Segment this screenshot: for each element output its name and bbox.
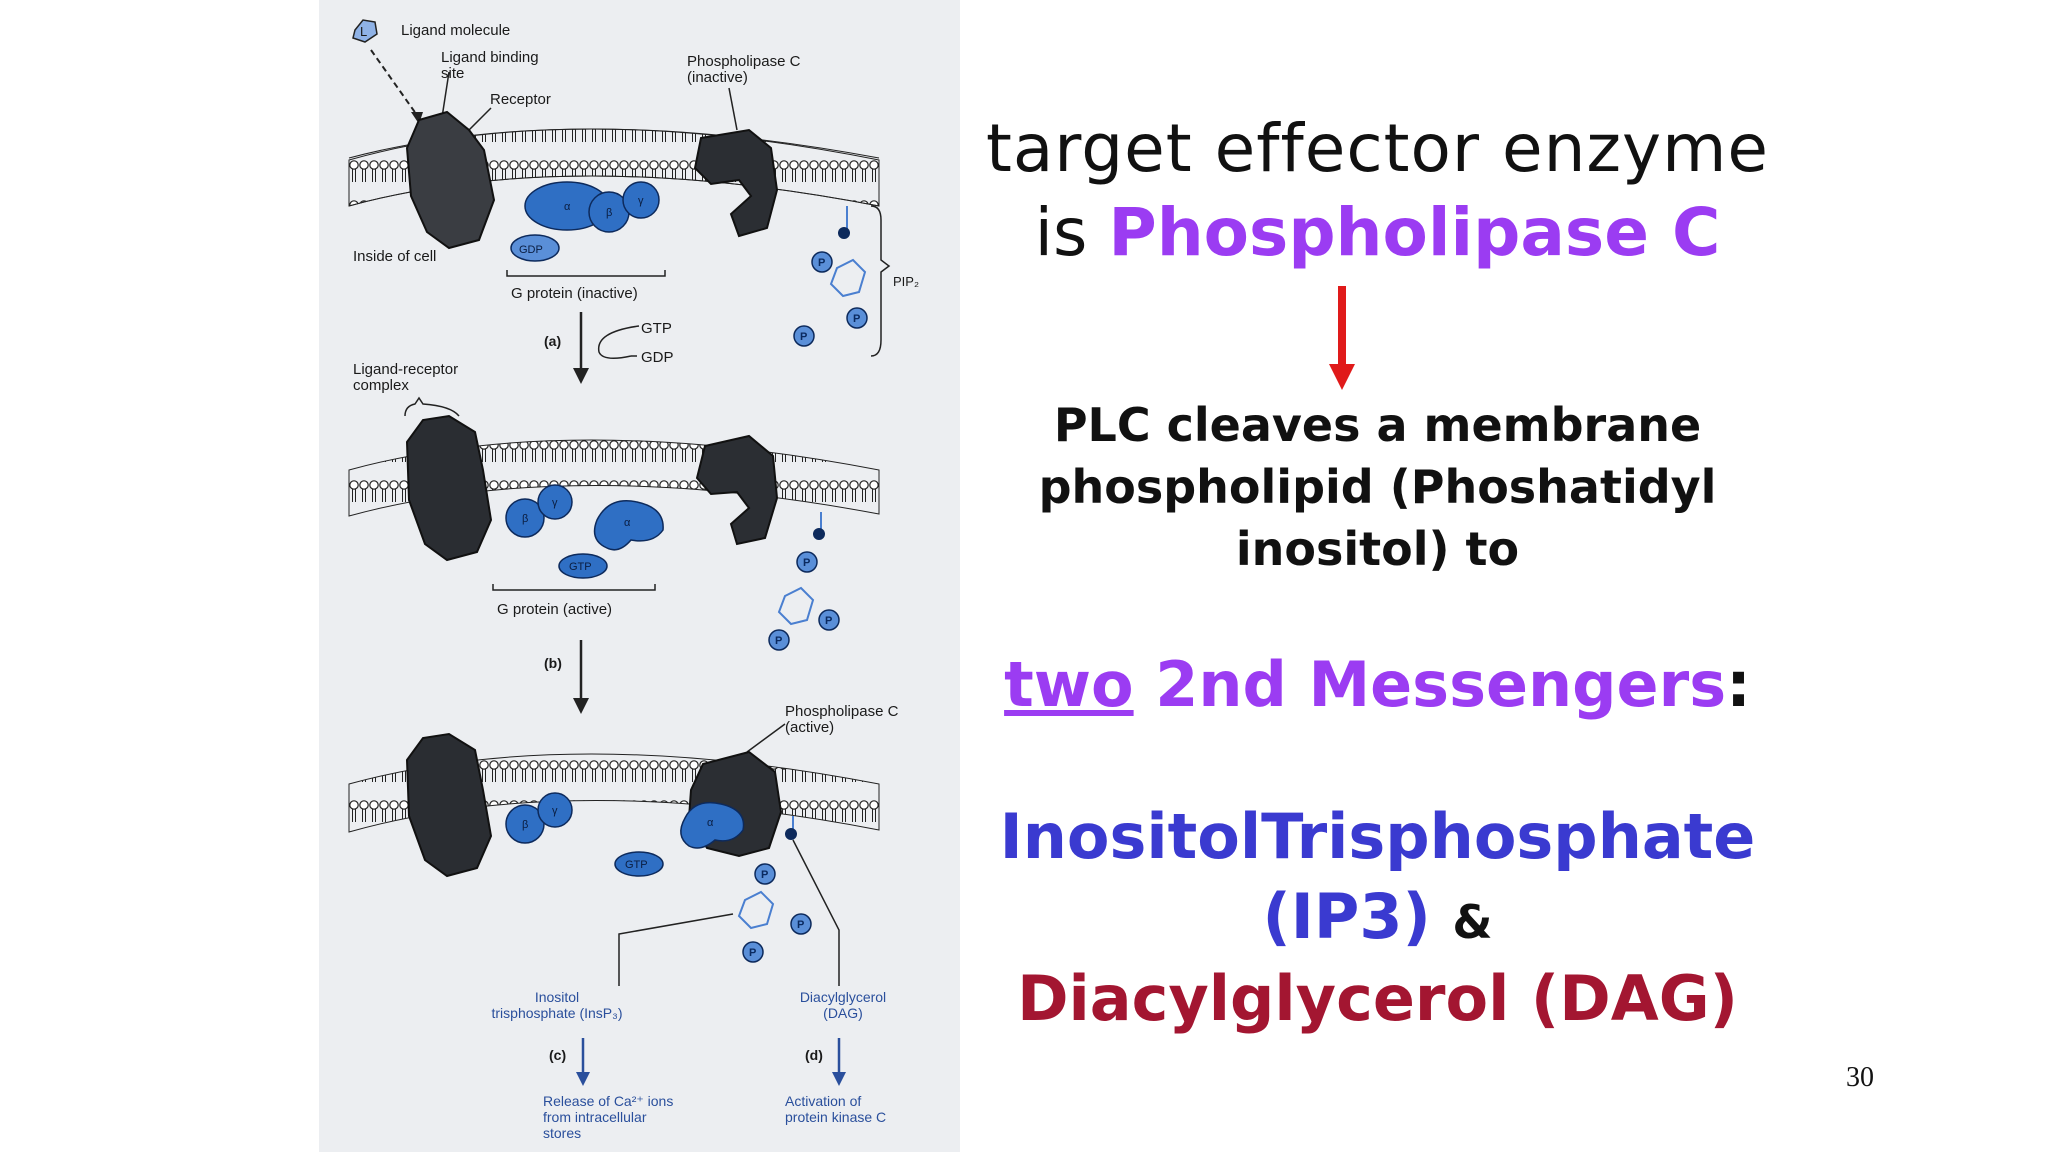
dag-label-1: Diacylglycerol xyxy=(800,989,886,1005)
g-protein-inactive-label: G protein (inactive) xyxy=(511,285,638,302)
release-label-2: from intracellular xyxy=(543,1109,647,1125)
slide-title-line-2: is Phospholipase C xyxy=(960,194,1795,271)
title-prefix: is xyxy=(1034,194,1109,271)
pip2-2: P P P xyxy=(768,512,840,651)
slide-title-line-1: target effector enzyme xyxy=(985,110,1770,187)
p-label-2b: P xyxy=(825,615,832,627)
description-line-1: PLC cleaves a membrane xyxy=(1053,398,1702,452)
ligand-molecule-icon xyxy=(352,19,378,43)
insp3-label-2: trisphosphate (InsP₃) xyxy=(492,1005,623,1021)
release-label-1: Release of Ca²⁺ ions xyxy=(543,1093,673,1109)
insp3-label-1: Inositol xyxy=(535,989,579,1005)
p-label-1c: P xyxy=(800,331,807,343)
p-label-2c: P xyxy=(775,635,782,647)
g-protein-active-label: G protein (active) xyxy=(497,601,612,618)
p-label-2a: P xyxy=(803,557,810,569)
step-d-label: (d) xyxy=(805,1047,823,1063)
description-line-2: phospholipid (Phoshatidyl xyxy=(1038,460,1717,514)
diagram-figure: L Ligand molecule Ligand binding site Re… xyxy=(348,19,919,1141)
inside-cell-label: Inside of cell xyxy=(353,248,436,265)
gdp-label-1: GDP xyxy=(519,244,543,256)
second-underlined: two xyxy=(1004,648,1134,721)
g-protein-inactive: α β γ GDP xyxy=(510,181,660,262)
pip2-1: P P P xyxy=(793,206,868,347)
plc-inactive-label-1: Phospholipase C xyxy=(687,53,801,70)
binding-site-label-2: site xyxy=(441,65,464,82)
gtp-label-a: GTP xyxy=(641,320,672,337)
signaling-diagram: L Ligand molecule Ligand binding site Re… xyxy=(319,0,960,1152)
ip3-line-2: (IP3) & xyxy=(960,880,1795,953)
plc-inactive-label-2: (inactive) xyxy=(687,69,748,86)
activation-label-1: Activation of xyxy=(785,1093,861,1109)
ip3-abbrev: (IP3) xyxy=(1262,880,1431,953)
receptor-3 xyxy=(405,732,493,878)
description-line-3: inositol) to xyxy=(1235,522,1520,576)
ligand-symbol: L xyxy=(360,24,367,39)
gtp-label-2: GTP xyxy=(569,561,592,573)
step-c-label: (c) xyxy=(549,1047,566,1063)
ligand-legend: L Ligand molecule xyxy=(352,19,510,43)
p-label-3c: P xyxy=(749,947,756,959)
dag-label-2: (DAG) xyxy=(823,1005,863,1021)
plc-inactive xyxy=(693,128,779,238)
complex-label-1: Ligand-receptor xyxy=(353,361,458,378)
release-label-3: stores xyxy=(543,1125,581,1141)
second-colon: : xyxy=(1726,648,1751,721)
plc-active-label-1: Phospholipase C xyxy=(785,703,899,720)
p-label-1a: P xyxy=(818,257,825,269)
cleavage-products: P P P xyxy=(618,816,840,986)
receptor-1 xyxy=(405,110,496,250)
gamma-label-2: γ xyxy=(552,497,558,509)
p-label-3a: P xyxy=(761,869,768,881)
step-a-label: (a) xyxy=(544,333,561,349)
plc-active-label-2: (active) xyxy=(785,719,834,736)
receptor-2 xyxy=(405,414,493,562)
alpha-label-2: α xyxy=(624,517,631,529)
activation-label-2: protein kinase C xyxy=(785,1109,886,1125)
gdp-label-a: GDP xyxy=(641,349,674,366)
ligand-dashed-arrow xyxy=(370,49,420,119)
pip2-label: PIP₂ xyxy=(893,274,919,289)
page-number: 30 xyxy=(1846,1062,1874,1093)
dag-line: Diacylglycerol (DAG) xyxy=(1017,962,1738,1035)
slide-text-panel: target effector enzyme is Phospholipase … xyxy=(960,0,2048,1152)
title-highlight: Phospholipase C xyxy=(1108,194,1721,271)
beta-label-1: β xyxy=(606,207,612,219)
g-protein-split: β γ α GTP xyxy=(505,792,745,877)
second-rest: 2nd Messengers xyxy=(1133,648,1727,721)
plc-inactive-2 xyxy=(695,434,779,546)
p-label-3b: P xyxy=(797,919,804,931)
receptor-label: Receptor xyxy=(490,91,551,108)
beta-label-3: β xyxy=(522,819,528,831)
alpha-label-3: α xyxy=(707,817,714,829)
binding-site-label-1: Ligand binding xyxy=(441,49,539,66)
complex-label-2: complex xyxy=(353,377,409,394)
second-messengers-heading: two 2nd Messengers: xyxy=(960,648,1795,721)
ligand-molecule-label: Ligand molecule xyxy=(401,22,510,39)
p-label-1b: P xyxy=(853,313,860,325)
gamma-label-1: γ xyxy=(638,195,644,207)
beta-label-2: β xyxy=(522,513,528,525)
gtp-label-3: GTP xyxy=(625,859,648,871)
ip3-line-1: InositolTrisphosphate xyxy=(999,800,1756,873)
gamma-label-3: γ xyxy=(552,805,558,817)
step-b-label: (b) xyxy=(544,655,562,671)
ampersand: & xyxy=(1452,895,1493,949)
g-protein-active: β γ α GTP xyxy=(505,484,664,579)
alpha-label-1: α xyxy=(564,201,571,213)
down-arrow-icon xyxy=(1329,286,1355,390)
